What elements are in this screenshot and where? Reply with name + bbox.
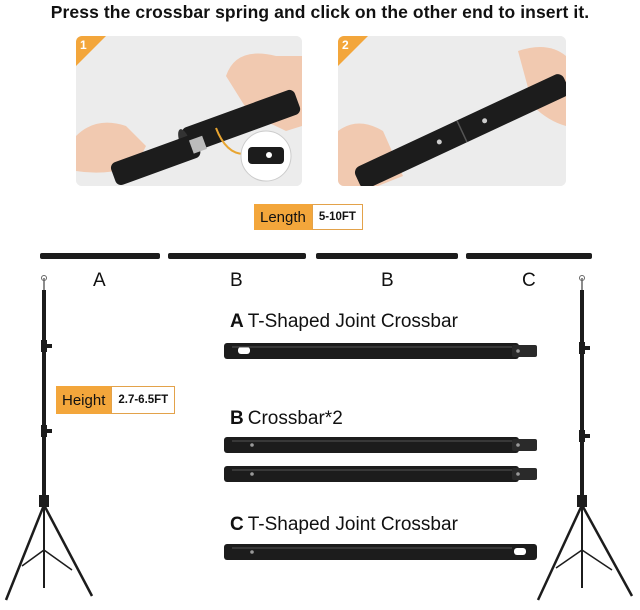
segment-letter-b1: B: [230, 270, 243, 291]
segment-letter-c: C: [522, 270, 536, 291]
left-light-stand: [4, 275, 94, 601]
right-light-stand: [536, 275, 634, 601]
step-number: 1: [80, 38, 87, 52]
hands-insert-illustration: [76, 36, 302, 186]
height-value: 2.7-6.5FT: [111, 386, 176, 414]
part-b-name: Crossbar*2: [247, 408, 343, 429]
length-label: Length: [254, 204, 312, 230]
part-a-tube: [224, 343, 537, 359]
hands-joined-illustration: [338, 36, 566, 186]
part-b-letter: B: [230, 408, 244, 429]
length-value: 5-10FT: [311, 204, 363, 230]
step-photo-1: 1: [76, 36, 302, 186]
step-number: 2: [342, 38, 349, 52]
segment-b2: [316, 253, 458, 259]
segment-a: [40, 253, 160, 259]
segment-letter-b2: B: [381, 270, 394, 291]
segment-b1: [168, 253, 306, 259]
part-b-tubes: [224, 437, 537, 482]
part-c-letter: C: [230, 514, 244, 535]
length-tag: Length 5-10FT: [254, 204, 363, 230]
part-c-name: T-Shaped Joint Crossbar: [247, 514, 458, 535]
height-label: Height: [56, 386, 112, 414]
part-a-name: T-Shaped Joint Crossbar: [247, 311, 458, 332]
step-photo-2: 2: [338, 36, 566, 186]
part-c-tube: [224, 544, 537, 560]
header-instruction: Press the crossbar spring and click on t…: [50, 2, 590, 22]
part-a-letter: A: [230, 311, 244, 332]
height-tag: Height 2.7-6.5FT: [56, 386, 176, 414]
segment-letter-a: A: [93, 270, 106, 291]
segment-c: [466, 253, 592, 259]
crossbar-segments: [40, 253, 592, 259]
